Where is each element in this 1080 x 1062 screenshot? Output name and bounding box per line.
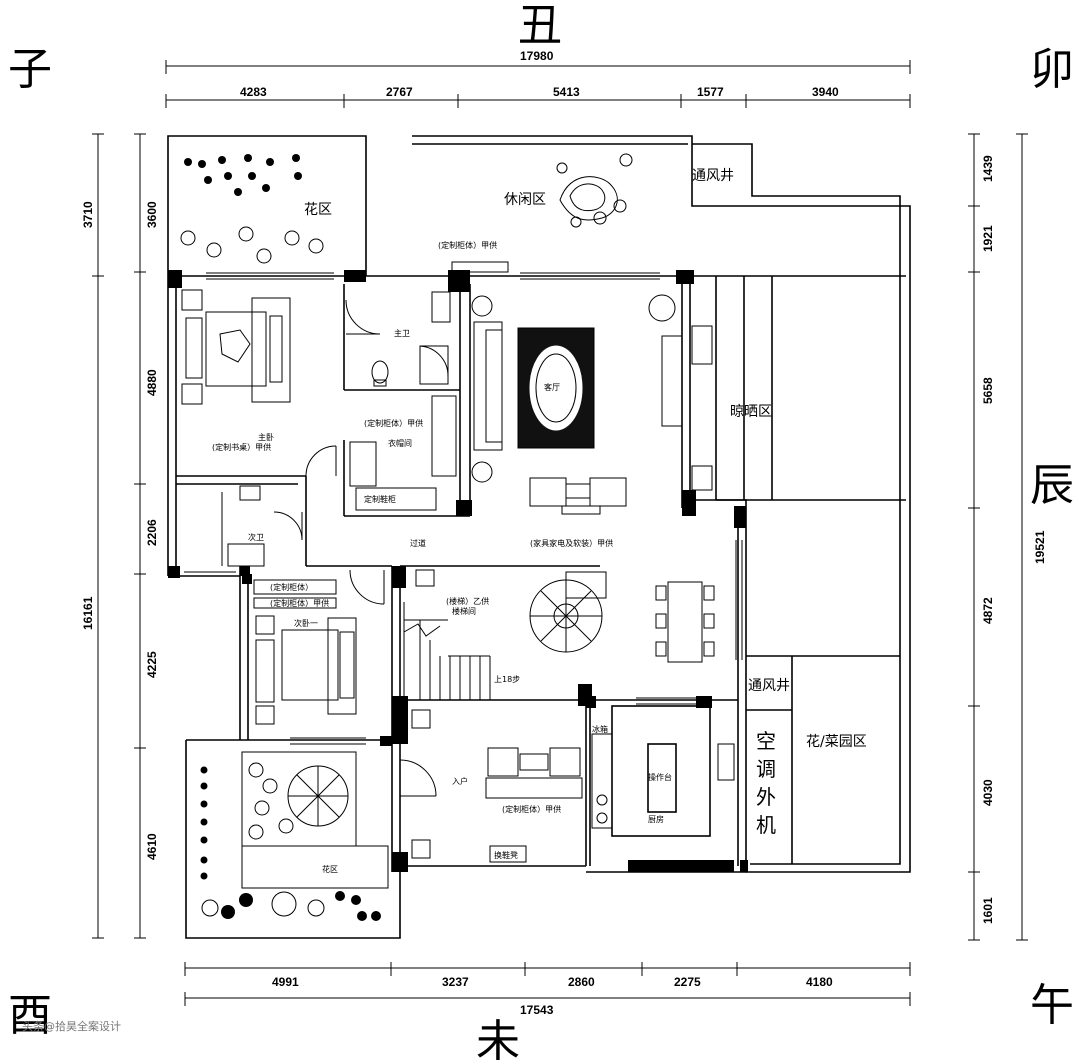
dim-bottom-1: 4991 [272, 975, 299, 989]
direction-mao: 卯 [1030, 44, 1074, 95]
label-kitchen: 厨房 [648, 814, 664, 824]
label-second-bath: 次卫 [248, 532, 264, 542]
furniture [181, 153, 735, 863]
note-cabinet-second-2: (定制柜体）甲供 [270, 598, 329, 608]
direction-chen: 辰 [1030, 460, 1074, 511]
dim-top-4: 1577 [697, 85, 724, 99]
outer-walls [167, 135, 911, 939]
label-ac-outdoor: 空 调 外 机 [756, 729, 782, 837]
dim-right-inner-1: 1439 [981, 155, 995, 182]
plants [180, 154, 389, 921]
label-drying: 晾晒区 [730, 404, 772, 420]
note-desk-master: (定制书桌）甲供 [212, 442, 271, 452]
columns [168, 270, 748, 872]
label-master-bed: 主卧 [258, 432, 274, 442]
label-wardrobe: 衣帽间 [388, 438, 412, 448]
dimension-left [92, 133, 146, 939]
label-corridor: 过道 [410, 538, 426, 548]
dim-bottom-4: 2275 [674, 975, 701, 989]
dim-top-3: 5413 [553, 85, 580, 99]
dim-right-inner-2: 1921 [981, 225, 995, 252]
dim-left-inner-1: 3600 [145, 201, 159, 228]
label-garden-bottom: 花区 [322, 864, 338, 874]
note-shoe-cabinet: 定制鞋柜 [364, 494, 396, 504]
dim-bottom-3: 2860 [568, 975, 595, 989]
dim-left-outer-2: 16161 [81, 596, 95, 630]
dimension-top [165, 60, 911, 108]
label-island: 操作台 [648, 772, 672, 782]
note-cabinet-entry: (定制柜体）甲供 [502, 804, 561, 814]
label-second-bed: 次卧一 [294, 618, 318, 628]
dim-top-2: 2767 [386, 85, 413, 99]
label-garden-right: 花/菜园区 [806, 734, 867, 750]
doors [273, 299, 449, 797]
dimension-right [968, 133, 1028, 941]
dim-bottom-total: 17543 [520, 1003, 554, 1017]
label-vent-top: 通风井 [692, 168, 734, 184]
dim-left-inner-3: 2206 [145, 519, 159, 546]
dim-right-inner-3: 5658 [981, 377, 995, 404]
dim-right-inner-6: 1601 [981, 897, 995, 924]
note-appliance: (家具家电及软装）甲供 [530, 538, 613, 548]
dim-bottom-2: 3237 [442, 975, 469, 989]
dim-left-inner-4: 4225 [145, 651, 159, 678]
dim-bottom-5: 4180 [806, 975, 833, 989]
dim-top-5: 3940 [812, 85, 839, 99]
watermark: 头条@拾昊全案设计 [22, 1019, 121, 1033]
label-living: 客厅 [544, 382, 560, 392]
label-entrance: 入户 [452, 776, 468, 786]
direction-chou: 丑 [518, 0, 562, 51]
dim-top-total: 17980 [520, 49, 554, 63]
label-vent-right: 通风井 [748, 678, 790, 694]
dim-right-outer-total: 19521 [1033, 530, 1047, 564]
dim-left-inner-5: 4610 [145, 833, 159, 860]
direction-wei: 未 [476, 1016, 520, 1062]
note-cabinet-top: (定制柜体）甲供 [438, 240, 497, 250]
note-cabinet-master: (定制柜体）甲供 [364, 418, 423, 428]
label-stair-sub: 楼梯间 [452, 606, 476, 616]
dim-right-inner-5: 4030 [981, 779, 995, 806]
dim-left-outer-1: 3710 [81, 201, 95, 228]
label-garden-top: 花区 [304, 202, 332, 218]
label-fridge: 冰箱 [592, 724, 608, 734]
label-shoe-bench: 换鞋凳 [494, 850, 518, 860]
dim-left-inner-2: 4880 [145, 369, 159, 396]
label-stair: (楼梯）乙供 [446, 596, 489, 606]
dimension-bottom [184, 962, 911, 1006]
windows [184, 261, 743, 745]
dim-right-inner-4: 4872 [981, 597, 995, 624]
dim-top-1: 4283 [240, 85, 267, 99]
direction-wu: 午 [1030, 980, 1074, 1031]
direction-you: 酉 [8, 990, 52, 1041]
direction-zi: 子 [8, 44, 52, 95]
label-master-bath: 主卫 [394, 328, 410, 338]
note-cabinet-second-1: (定制柜体） [270, 582, 313, 592]
label-stair-up: 上18步 [494, 675, 520, 684]
label-leisure: 休闲区 [504, 192, 546, 208]
